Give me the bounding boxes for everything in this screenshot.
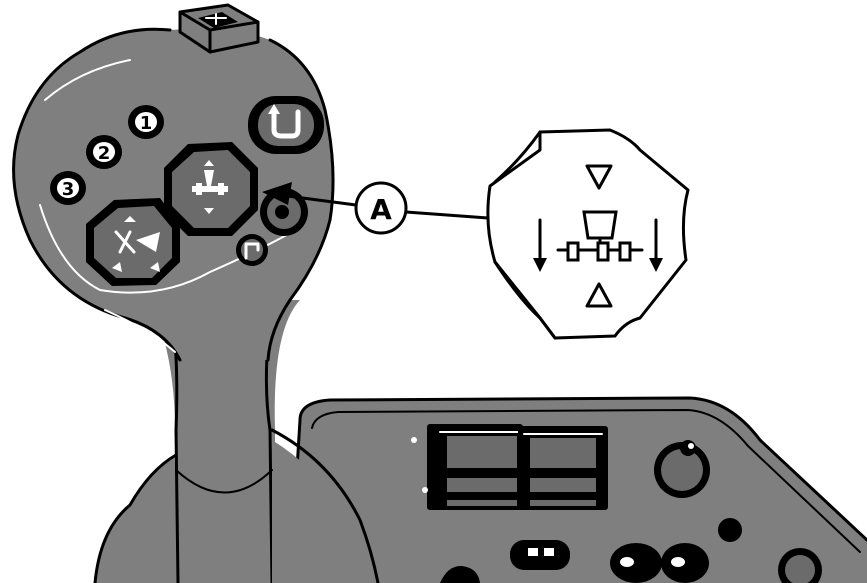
panel-indicator-dot	[422, 487, 428, 493]
speed-icon	[112, 216, 160, 272]
button-3-label: 3	[62, 179, 75, 200]
arrow-down-icon	[585, 164, 613, 190]
rocker-switch-right[interactable]	[518, 426, 608, 510]
headland-button[interactable]	[248, 96, 324, 154]
button-1[interactable]: 1	[128, 105, 164, 139]
panel-indicator-dot	[411, 437, 417, 443]
callout-text: A	[370, 193, 392, 226]
rocker-switch-left[interactable]	[427, 424, 523, 510]
top-switch-cube[interactable]	[178, 3, 260, 54]
detail-button-a	[486, 128, 690, 340]
callout-arrow	[262, 182, 490, 220]
arrow-up-icon	[585, 282, 613, 308]
button-a[interactable]	[260, 188, 308, 236]
callout-label-a: A	[354, 181, 408, 235]
hitch-raise-lower-icon	[192, 160, 228, 214]
detail-hitch-icon	[533, 210, 663, 272]
headland-icon	[268, 104, 301, 139]
button-2-label: 2	[98, 143, 111, 164]
button-1-label: 1	[140, 113, 153, 134]
rotary-knob[interactable]	[654, 440, 710, 498]
button-2[interactable]: 2	[86, 135, 122, 169]
button-3[interactable]: 3	[50, 171, 86, 205]
hitch-button[interactable]	[164, 142, 258, 236]
panel-button-row[interactable]	[440, 540, 822, 583]
speed-button[interactable]	[86, 198, 180, 286]
small-flag-button[interactable]	[236, 234, 268, 266]
panel-button[interactable]	[718, 518, 742, 542]
joystick-shaft	[93, 300, 380, 583]
